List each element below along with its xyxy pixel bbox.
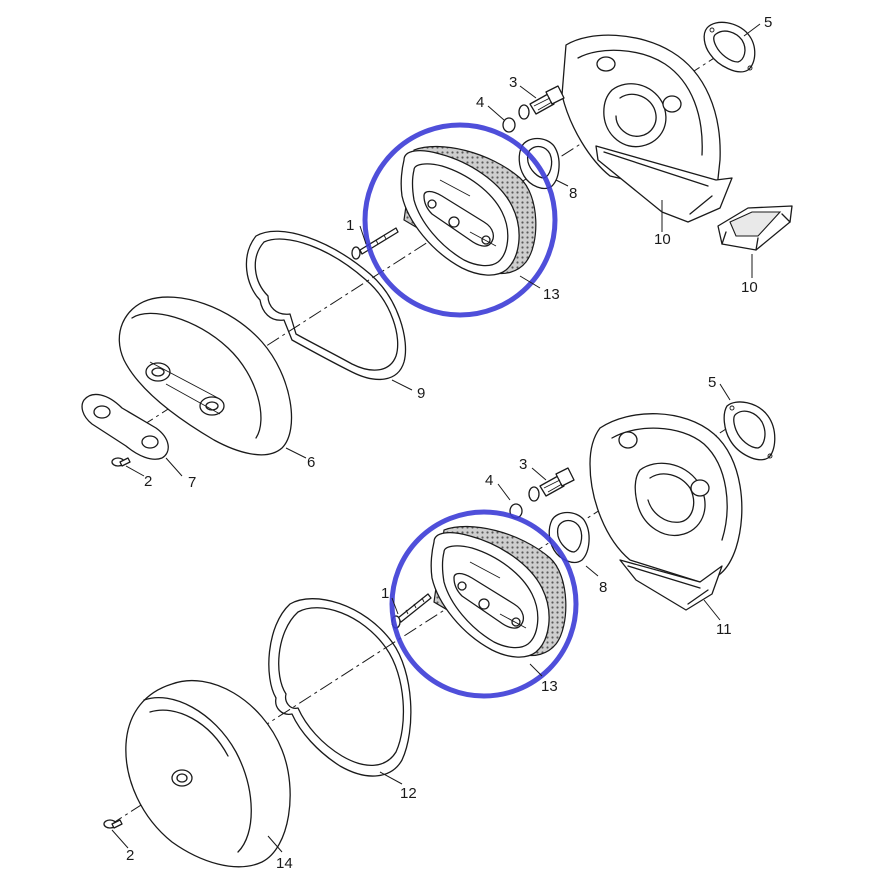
label-upper-1: 1 bbox=[346, 217, 354, 234]
label-upper-13: 13 bbox=[543, 286, 560, 303]
lower-screw-part-1 bbox=[391, 593, 432, 629]
upper-breather-bolt-part-3 bbox=[518, 85, 565, 120]
label-upper-7: 7 bbox=[188, 474, 196, 491]
upper-screw-part-1 bbox=[351, 227, 399, 260]
upper-filter-highlight-circle bbox=[362, 122, 558, 318]
label-upper-5: 5 bbox=[764, 14, 772, 31]
label-upper-10b: 10 bbox=[741, 279, 758, 296]
upper-cover-gasket-part-9 bbox=[245, 230, 407, 381]
label-lower-3: 3 bbox=[519, 456, 527, 473]
label-upper-4: 4 bbox=[476, 94, 484, 111]
upper-medallion-part-7 bbox=[81, 393, 169, 460]
lower-backplate-part-11 bbox=[589, 413, 743, 611]
lower-small-gasket-part-8 bbox=[548, 511, 590, 564]
label-upper-10a: 10 bbox=[654, 231, 671, 248]
label-upper-2: 2 bbox=[144, 473, 152, 490]
label-upper-6: 6 bbox=[307, 454, 315, 471]
upper-backplate-part-10 bbox=[561, 34, 733, 223]
upper-assembly: 5 3 4 8 1 13 10 10 9 6 7 2 bbox=[81, 14, 793, 491]
upper-filter-element-part-13 bbox=[400, 145, 537, 276]
upper-screw-part-2 bbox=[111, 457, 131, 467]
upper-duct-part-10 bbox=[717, 205, 793, 251]
lower-filter-highlight-circle bbox=[389, 509, 579, 699]
label-lower-4: 4 bbox=[485, 472, 493, 489]
upper-o-ring-part-4 bbox=[502, 117, 516, 133]
label-lower-13: 13 bbox=[541, 678, 558, 695]
lower-cover-part-14 bbox=[125, 679, 291, 868]
lower-assembly: 5 3 4 8 1 13 11 12 14 2 bbox=[103, 374, 776, 872]
label-lower-5: 5 bbox=[708, 374, 716, 391]
label-lower-1: 1 bbox=[381, 585, 389, 602]
lower-cover-gasket-part-12 bbox=[268, 598, 412, 777]
label-upper-9: 9 bbox=[417, 385, 425, 402]
lower-breather-bolt-part-3 bbox=[528, 467, 575, 502]
label-upper-3: 3 bbox=[509, 74, 517, 91]
label-lower-2: 2 bbox=[126, 847, 134, 864]
label-lower-12: 12 bbox=[400, 785, 417, 802]
label-lower-8: 8 bbox=[599, 579, 607, 596]
label-upper-8: 8 bbox=[569, 185, 577, 202]
upper-cover-part-6 bbox=[118, 296, 293, 456]
lower-gasket-part-5 bbox=[723, 401, 776, 461]
lower-filter-element-part-13 bbox=[430, 525, 567, 658]
label-lower-11: 11 bbox=[716, 621, 732, 638]
label-lower-14: 14 bbox=[276, 855, 293, 872]
upper-gasket-part-5 bbox=[703, 21, 756, 73]
lower-screw-part-2 bbox=[103, 819, 123, 829]
